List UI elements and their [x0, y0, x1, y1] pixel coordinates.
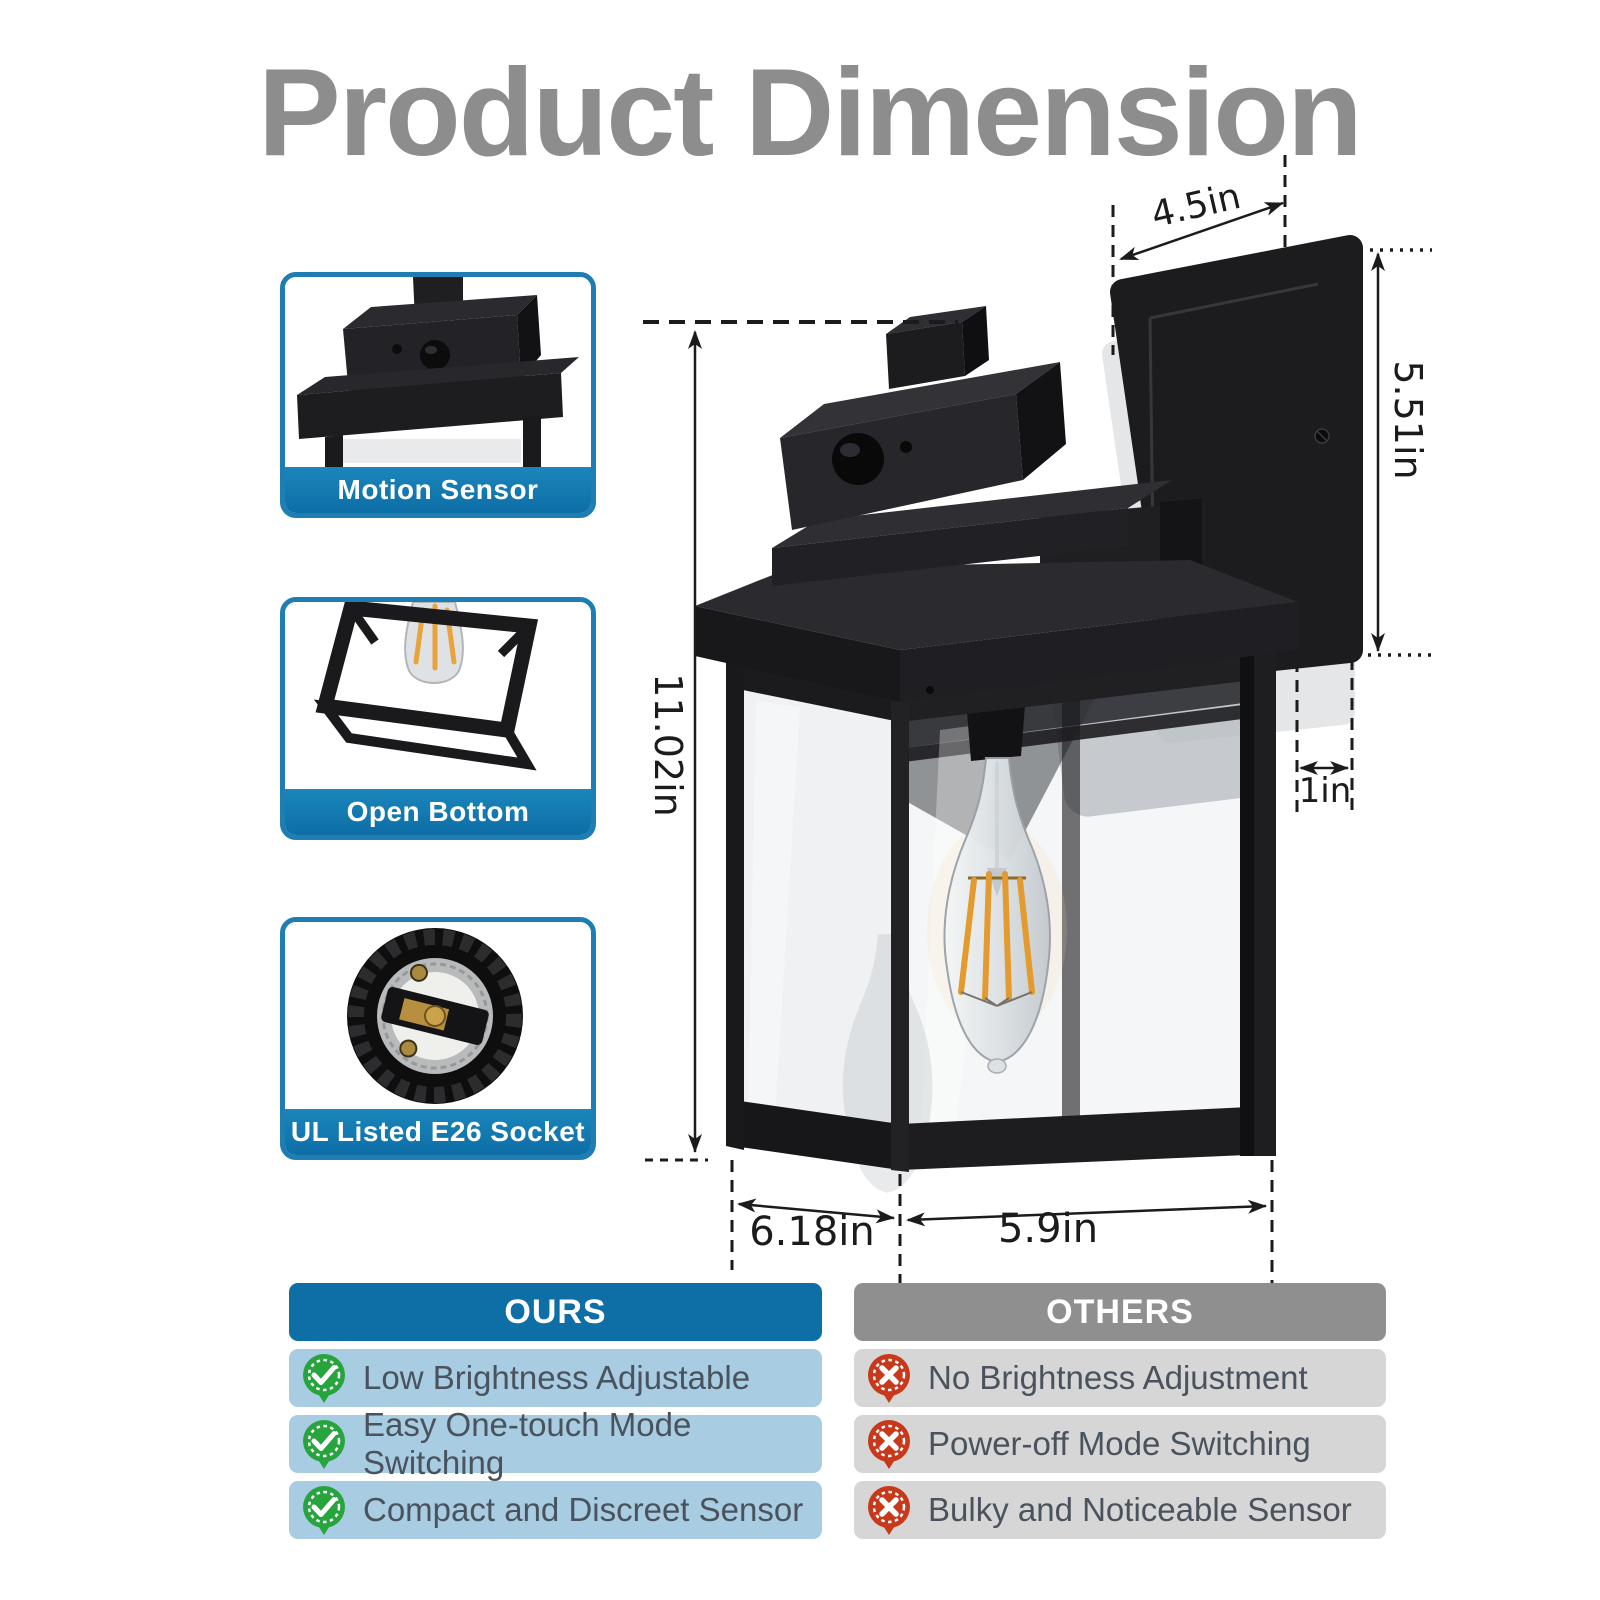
callout-bar: UL Listed E26 Socket [285, 1109, 591, 1155]
check-icon [303, 1420, 345, 1469]
dim-total-height: 11.02in [646, 673, 690, 817]
page-title: Product Dimension [258, 44, 1363, 182]
feature-text: Low Brightness Adjustable [363, 1359, 751, 1396]
callout-label: Motion Sensor [337, 474, 539, 505]
callout-bar: Motion Sensor [285, 467, 591, 513]
callout-motion-sensor: Motion Sensor [280, 272, 596, 518]
cross-icon [868, 1354, 910, 1403]
dim-backplate-depth: 1in [1298, 771, 1352, 811]
feature-text: Bulky and Noticeable Sensor [928, 1491, 1352, 1528]
ours-header: OURS [289, 1283, 822, 1341]
sensor-indicator [900, 441, 912, 453]
wall-plate [1102, 235, 1363, 743]
dim-backplate-height: 5.51in [1386, 360, 1430, 480]
cross-icon [868, 1420, 910, 1469]
others-row: Power-off Mode Switching [854, 1415, 1386, 1473]
callout-e26-socket: UL Listed E26 Socket [280, 917, 596, 1160]
edison-bulb [842, 693, 1067, 1193]
feature-text: Power-off Mode Switching [928, 1425, 1311, 1462]
ours-row: Low Brightness Adjustable [289, 1349, 822, 1407]
mounting-arm [1040, 499, 1205, 665]
check-icon [303, 1354, 345, 1403]
dim-backplate-width: 4.5in [1147, 175, 1245, 237]
comparison-others-column: OTHERS No Brightness Adjustment Power-of… [854, 1283, 1386, 1547]
dimension-lines [643, 155, 1432, 1296]
others-row: No Brightness Adjustment [854, 1349, 1386, 1407]
motion-sensor-knob [832, 433, 884, 485]
dim-base-width: 5.9in [997, 1206, 1099, 1252]
ours-row: Compact and Discreet Sensor [289, 1481, 822, 1539]
bulb-socket [966, 693, 1026, 761]
cross-icon [868, 1486, 910, 1535]
sensor-box [780, 362, 1066, 530]
check-icon [303, 1486, 345, 1535]
callout-label: UL Listed E26 Socket [290, 1116, 586, 1147]
lantern-cap [695, 560, 1298, 702]
open-bottom-photo [285, 602, 591, 789]
callout-label: Open Bottom [346, 796, 530, 827]
lantern-glass [740, 663, 1266, 1164]
callout-bar: Open Bottom [285, 789, 591, 835]
upper-slab [772, 480, 1172, 586]
lantern-frame [726, 648, 1276, 1172]
others-row: Bulky and Noticeable Sensor [854, 1481, 1386, 1539]
ours-row: Easy One-touch Mode Switching [289, 1406, 822, 1481]
comparison-ours-column: OURS Low Brightness Adjustable Easy One-… [289, 1283, 822, 1547]
feature-text: No Brightness Adjustment [928, 1359, 1308, 1396]
e26-socket-photo [285, 922, 591, 1109]
dim-base-depth: 6.18in [749, 1209, 875, 1255]
bulb-filament [958, 871, 1035, 1001]
others-header: OTHERS [854, 1283, 1386, 1341]
callout-open-bottom: Open Bottom [280, 597, 596, 840]
plate-screw [1314, 428, 1330, 444]
feature-text: Easy One-touch Mode Switching [363, 1406, 692, 1481]
finial [886, 306, 989, 389]
motion-sensor-photo [285, 277, 591, 467]
feature-text: Compact and Discreet Sensor [363, 1491, 804, 1528]
